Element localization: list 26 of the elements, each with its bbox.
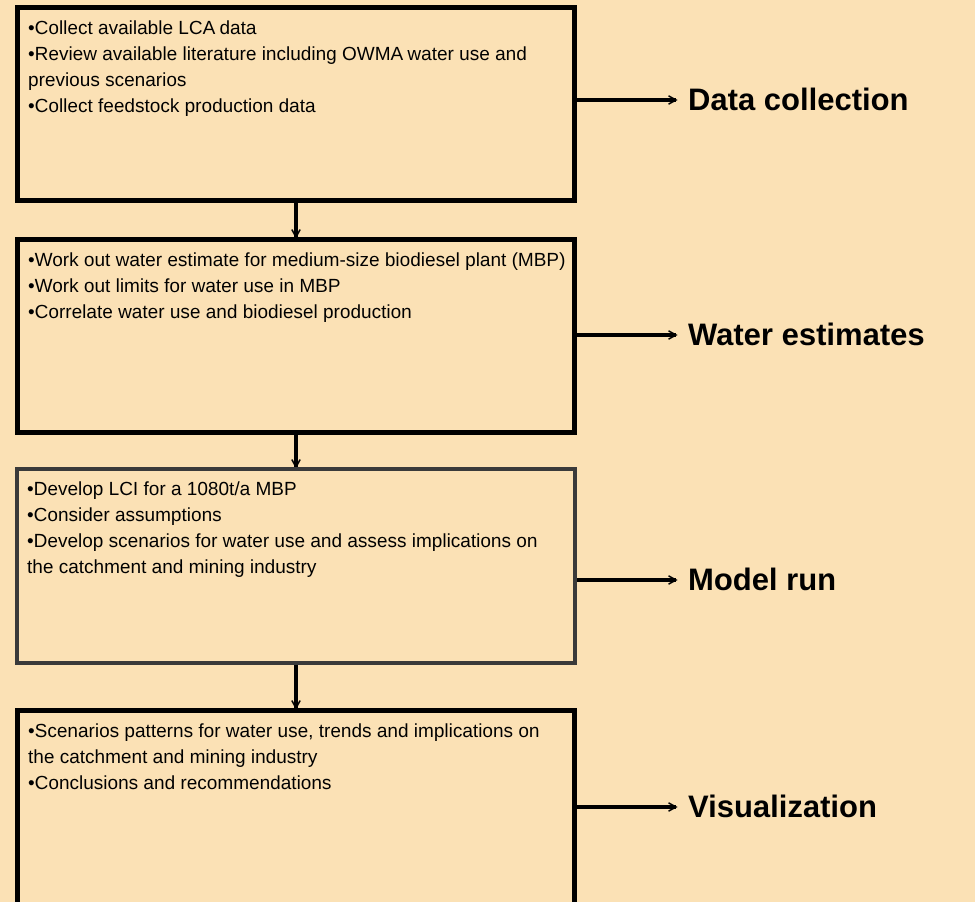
bullet-text: •Collect available LCA data	[28, 17, 258, 41]
process-box	[15, 5, 577, 203]
stage-label: Model run	[688, 562, 836, 598]
arrow	[577, 95, 677, 105]
arrow	[577, 330, 677, 340]
arrow	[577, 575, 677, 585]
arrow	[291, 203, 301, 238]
stage-label: Water estimates	[688, 317, 925, 353]
arrow	[291, 665, 301, 709]
process-box	[15, 708, 577, 902]
process-box	[15, 467, 577, 665]
arrow	[291, 435, 301, 468]
stage-label: Visualization	[688, 789, 877, 825]
bullet-text: •Develop LCI for a 1080t/a MBP	[27, 478, 298, 502]
bullet-text: •Work out limits for water use in MBP	[28, 275, 342, 299]
stage-label: Data collection	[688, 82, 908, 118]
bullet-text: •Correlate water use and biodiesel production	[28, 301, 413, 325]
bullet-text: •Work out water estimate for medium-size biodiesel plant (MBP)	[28, 249, 566, 273]
bullet-text: •Review available literature including OWMA water use and previous scenarios	[28, 43, 528, 93]
bullet-text: •Conclusions and recommendations	[28, 772, 332, 796]
bullet-text: •Collect feedstock production data	[28, 95, 317, 119]
arrow	[577, 802, 677, 812]
process-box	[15, 237, 577, 435]
bullet-text: •Scenarios patterns for water use, trends and implications on the catchment and mining industry	[28, 720, 540, 770]
bullet-text: •Develop scenarios for water use and assess implications on the catchment and mining industry	[27, 530, 538, 580]
bullet-text: •Consider assumptions	[27, 504, 223, 528]
